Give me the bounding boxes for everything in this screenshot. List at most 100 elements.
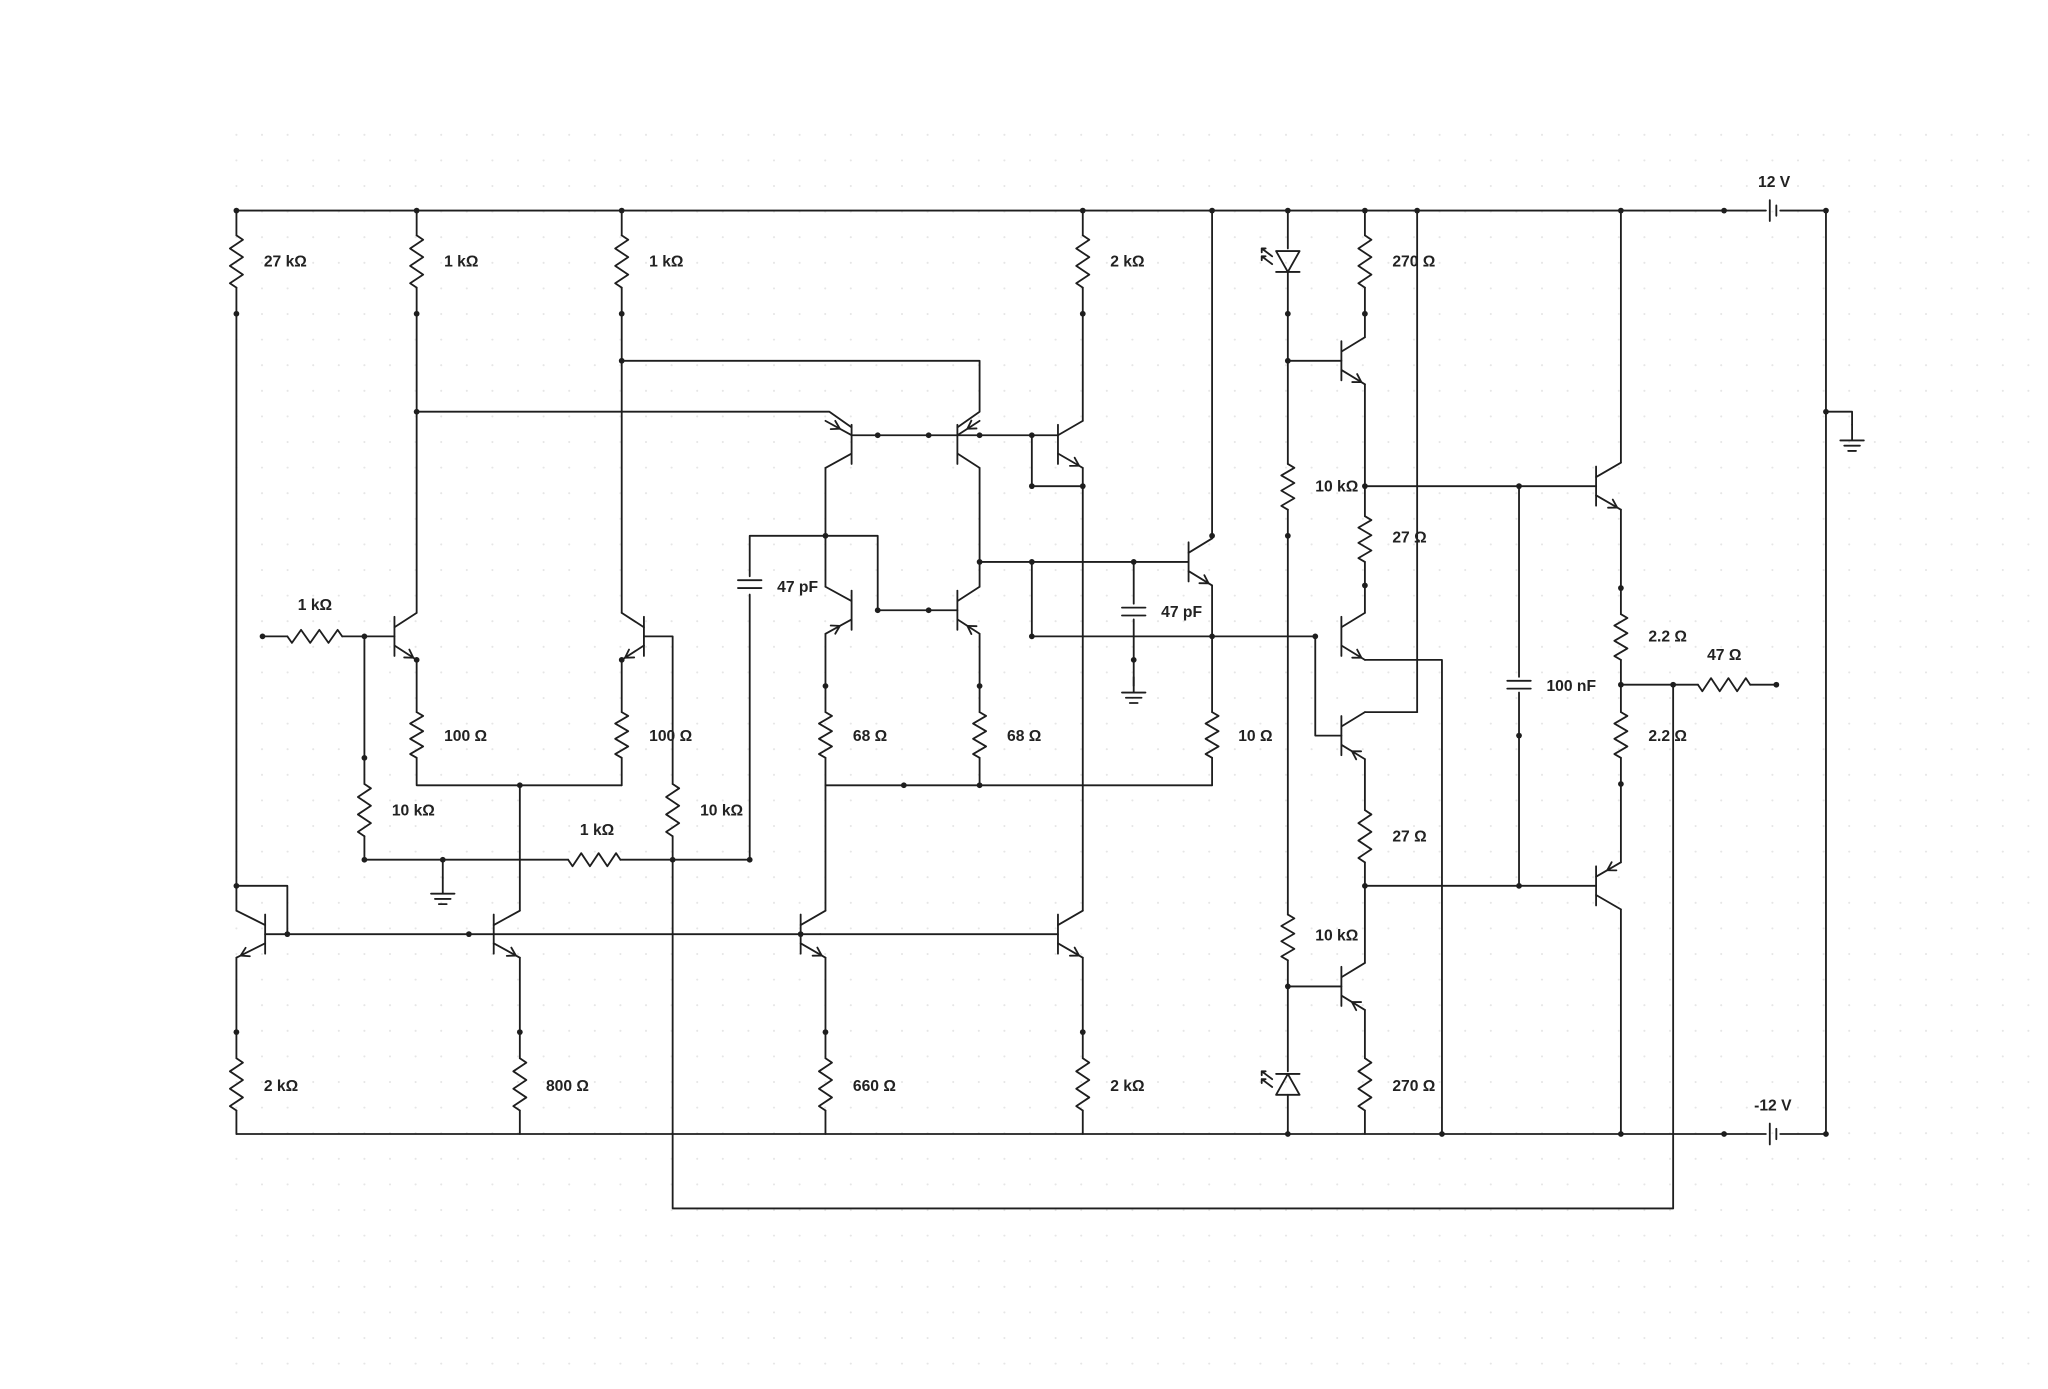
label-r-270-bot: 270 Ω — [1392, 1078, 1435, 1095]
grid-dot — [542, 312, 545, 316]
grid-dot — [1694, 184, 1697, 188]
grid-dot — [337, 645, 340, 648]
transistor-collector — [1340, 611, 1366, 629]
grid-dot — [1822, 824, 1825, 828]
grid-dot — [363, 1234, 366, 1237]
grid-dot — [1054, 364, 1057, 367]
grid-dot — [363, 466, 366, 469]
grid-dot — [363, 876, 366, 879]
grid-dot — [2001, 901, 2004, 904]
grid-dot — [235, 1080, 238, 1084]
grid-dot — [1924, 364, 1928, 367]
grid-dot — [1822, 466, 1825, 469]
grid-dot — [1771, 236, 1774, 239]
grid-dot — [593, 312, 596, 316]
grid-dot — [491, 415, 494, 418]
grid-dot — [1566, 952, 1569, 956]
grid-dot — [593, 1055, 596, 1058]
grid-dot — [1924, 568, 1928, 572]
grid-dot — [1464, 338, 1467, 341]
grid-dot — [1259, 1362, 1262, 1365]
grid-dot — [1080, 696, 1083, 700]
grid-dot — [1182, 1285, 1185, 1288]
grid-dot — [1745, 1055, 1748, 1058]
resistor-zigzag — [512, 1057, 528, 1112]
grid-dot — [2027, 1260, 2030, 1263]
grid-dot — [337, 773, 340, 776]
grid-dot — [1822, 364, 1825, 367]
grid-dot — [1131, 1055, 1134, 1058]
resistor-zigzag — [1280, 913, 1296, 962]
grid-dot — [1643, 901, 1646, 904]
grid-dot — [1310, 517, 1313, 520]
grid-dot — [1643, 338, 1646, 341]
grid-dot — [977, 620, 980, 623]
grid-dot — [1668, 748, 1672, 751]
grid-dot — [1054, 568, 1057, 572]
grid-dot — [363, 1336, 366, 1340]
grid-dot — [721, 722, 724, 725]
grid-dot — [388, 312, 392, 316]
grid-dot — [593, 261, 596, 264]
grid-dot — [388, 1029, 392, 1032]
grid-dot — [440, 364, 443, 367]
grid-dot — [772, 773, 776, 776]
grid-dot — [926, 748, 929, 751]
grid-dot — [644, 696, 648, 700]
capacitor — [1121, 606, 1147, 617]
grid-dot — [568, 1208, 571, 1212]
grid-dot — [824, 1260, 827, 1263]
grid-dot — [900, 568, 904, 572]
grid-dot — [260, 1055, 264, 1058]
grid-dot — [1489, 415, 1492, 418]
grid-dot — [1540, 927, 1544, 930]
grid-dot — [465, 568, 468, 572]
grid-dot — [286, 671, 289, 674]
grid-dot — [440, 440, 443, 444]
grid-dot — [337, 236, 340, 239]
grid-dot — [849, 645, 852, 648]
grid-dot — [1745, 1260, 1748, 1263]
grid-dot — [286, 415, 289, 418]
grid-dot — [952, 184, 955, 188]
grid-dot — [1796, 1029, 1800, 1032]
grid-dot — [1873, 492, 1876, 495]
grid-dot — [516, 1336, 520, 1340]
grid-dot — [1105, 901, 1108, 904]
junction-dot — [976, 683, 983, 689]
grid-dot — [1259, 876, 1262, 879]
grid-dot — [337, 159, 340, 162]
grid-dot — [1720, 620, 1723, 623]
grid-dot — [977, 440, 980, 444]
grid-dot — [1924, 312, 1928, 316]
grid-dot — [1540, 287, 1544, 290]
grid-dot — [1515, 389, 1518, 392]
grid-dot — [1899, 952, 1902, 956]
grid-dot — [952, 901, 955, 904]
grid-dot — [491, 1260, 494, 1263]
grid-dot — [542, 466, 545, 469]
grid-dot — [363, 236, 366, 239]
grid-dot — [1054, 773, 1057, 776]
grid-dot — [1976, 1234, 1979, 1237]
grid-dot — [1412, 159, 1416, 162]
grid-dot — [977, 901, 980, 904]
grid-dot — [1720, 466, 1723, 469]
grid-dot — [1233, 1157, 1236, 1160]
grid-dot — [1156, 568, 1160, 572]
grid-dot — [1745, 1157, 1748, 1160]
grid-dot — [1412, 1234, 1416, 1237]
grid-dot — [2027, 517, 2030, 520]
grid-dot — [1976, 466, 1979, 469]
grid-dot — [593, 1234, 596, 1237]
grid-dot — [875, 261, 878, 264]
grid-dot — [849, 1157, 852, 1160]
grid-dot — [1182, 543, 1185, 546]
grid-dot — [1233, 159, 1236, 162]
grid-dot — [875, 1029, 878, 1032]
grid-dot — [1336, 1029, 1339, 1032]
grid-dot — [491, 261, 494, 264]
grid-dot — [1643, 1183, 1646, 1186]
grid-dot — [849, 1080, 852, 1084]
grid-dot — [1848, 645, 1851, 648]
